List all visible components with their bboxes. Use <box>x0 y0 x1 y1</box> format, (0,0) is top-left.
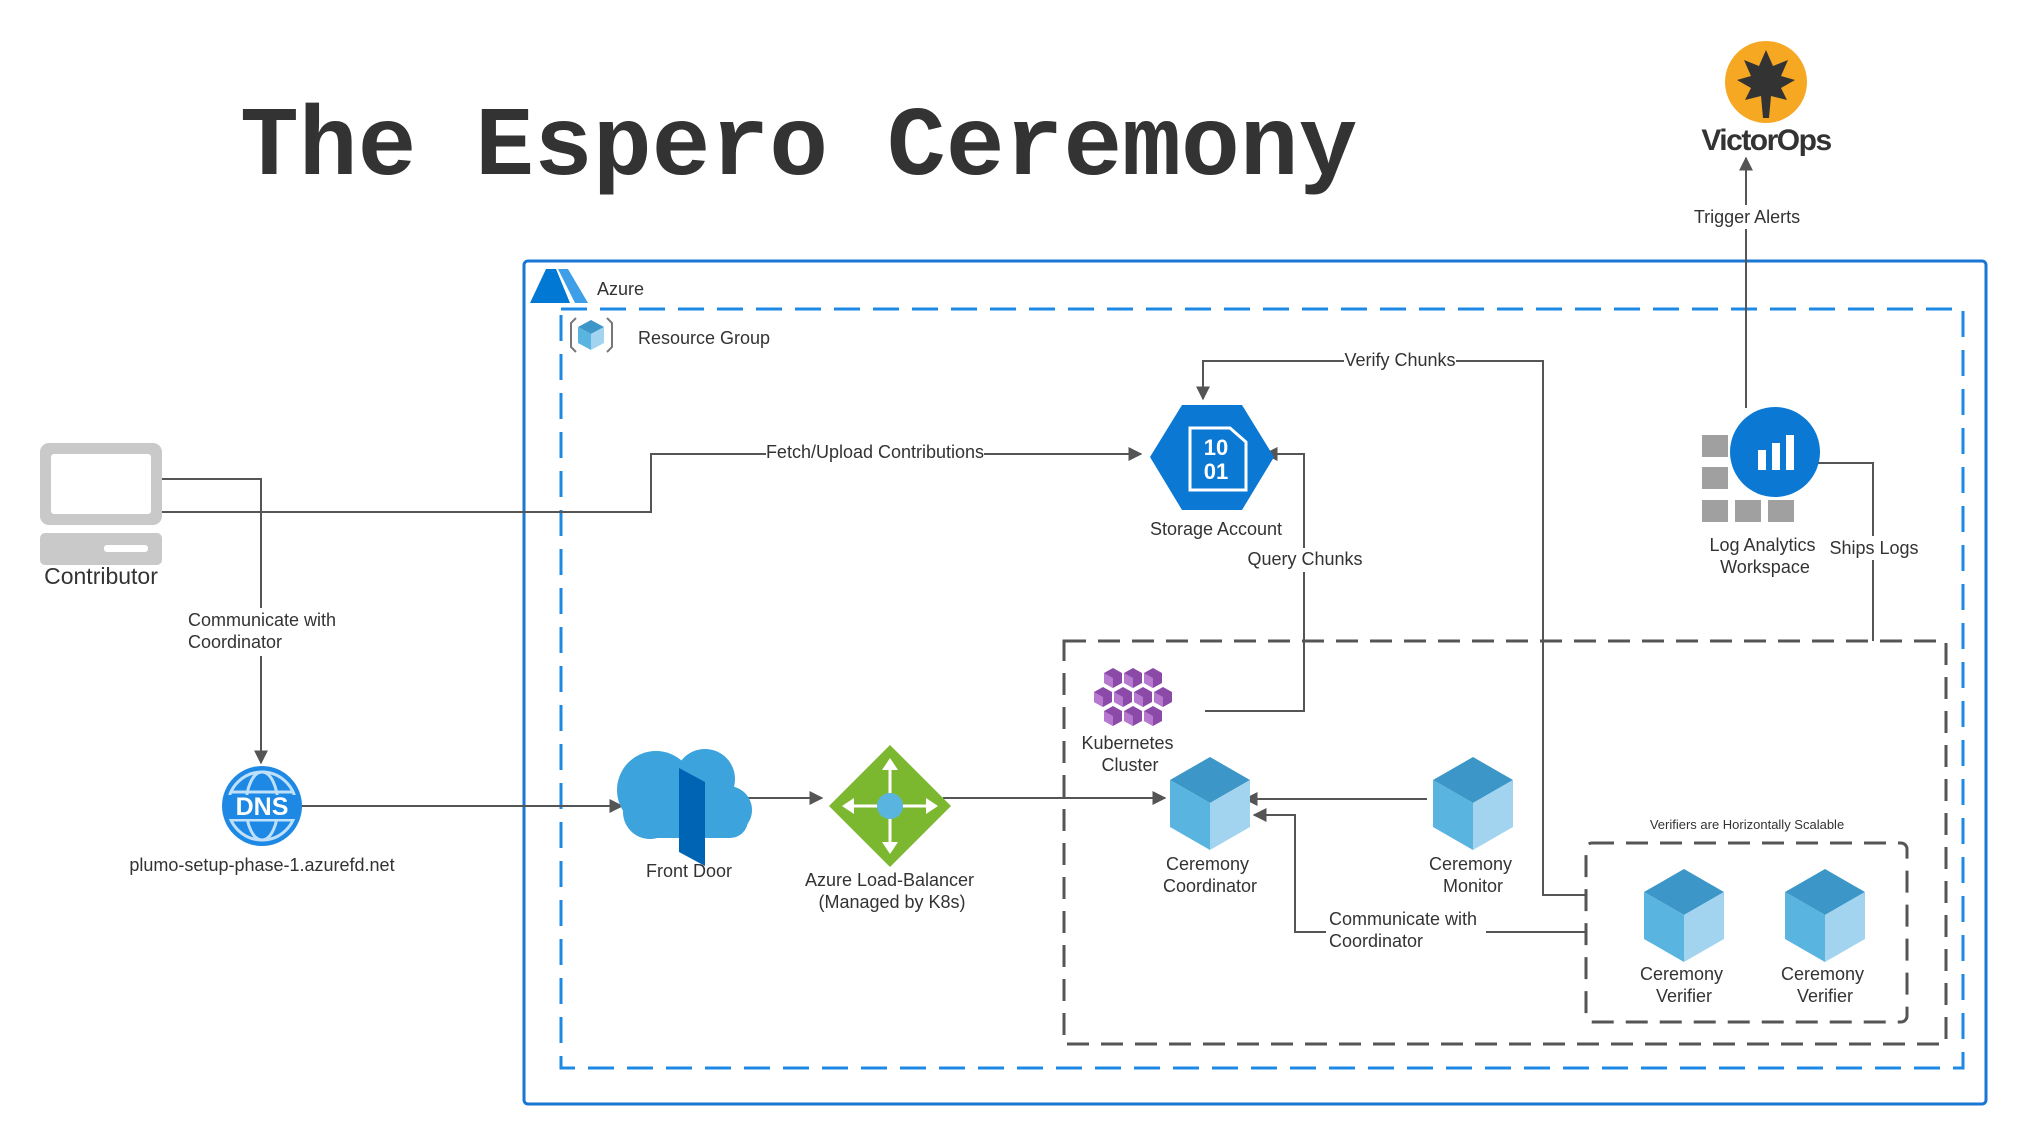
log-analytics-label-line2: Workspace <box>1720 557 1810 577</box>
verifier-1-label: Ceremony Verifier <box>1640 964 1728 1006</box>
edge-label-communicate-1-line1: Communicate with <box>188 610 336 630</box>
monitor-label: Ceremony Monitor <box>1429 854 1517 896</box>
edges <box>162 156 1874 933</box>
edge-label-verify-chunks: Verify Chunks <box>1344 350 1455 370</box>
edge-label-fetch-upload: Fetch/Upload Contributions <box>766 442 984 462</box>
load-balancer-label: Azure Load-Balancer (Managed by K8s) <box>805 870 979 912</box>
log-analytics-label: Log Analytics Workspace <box>1709 535 1820 577</box>
edge-label-communicate-1: Communicate with Coordinator <box>188 610 341 652</box>
dns-label: plumo-setup-phase-1.azurefd.net <box>129 855 394 875</box>
edge-label-communicate-2: Communicate with Coordinator <box>1329 909 1482 951</box>
edge-label-ships-logs: Ships Logs <box>1829 538 1918 558</box>
storage-glyph-line2: 01 <box>1204 459 1228 484</box>
front-door-cloud-icon <box>617 749 752 866</box>
kubernetes-label-line2: Cluster <box>1101 755 1158 775</box>
coordinator-label-line1: Ceremony <box>1166 854 1249 874</box>
verifier-2-label-line1: Ceremony <box>1781 964 1864 984</box>
coordinator-label: Ceremony Coordinator <box>1163 854 1257 896</box>
edge-verify-chunks <box>1196 360 1586 896</box>
log-analytics-icon <box>1702 407 1820 522</box>
azure-label: Azure <box>597 279 644 299</box>
front-door-label: Front Door <box>646 861 732 881</box>
victorops-logo-icon <box>1725 41 1807 123</box>
coordinator-cube-icon <box>1170 757 1250 850</box>
monitor-label-line1: Ceremony <box>1429 854 1512 874</box>
edge-contributor-to-dns <box>162 478 268 765</box>
edge-query-chunks <box>1205 447 1305 712</box>
laptop-icon <box>40 443 162 565</box>
victorops-wordmark: VictorOps <box>1701 124 1831 157</box>
verifier-1-cube-icon <box>1644 869 1724 962</box>
storage-account-label: Storage Account <box>1150 519 1282 539</box>
load-balancer-label-line1: Azure Load-Balancer <box>805 870 974 890</box>
dns-badge-text: DNS <box>236 793 289 821</box>
edge-label-query-chunks: Query Chunks <box>1247 549 1362 569</box>
page-title: The Espero Ceremony <box>240 93 1357 204</box>
log-analytics-label-line1: Log Analytics <box>1709 535 1815 555</box>
verifier-2-cube-icon <box>1785 869 1865 962</box>
verifier-1-label-line2: Verifier <box>1656 986 1712 1006</box>
kubernetes-cluster-icon <box>1094 668 1172 726</box>
resource-group-container <box>559 307 1965 1070</box>
edge-fetch-upload <box>162 447 1143 513</box>
kubernetes-label-line1: Kubernetes <box>1081 733 1173 753</box>
load-balancer-icon <box>829 745 951 867</box>
load-balancer-label-line2: (Managed by K8s) <box>818 892 965 912</box>
edge-label-trigger-alerts: Trigger Alerts <box>1694 207 1800 227</box>
storage-account-icon <box>1150 405 1274 510</box>
dns-globe-icon <box>222 766 302 846</box>
edge-ships-logs <box>1801 456 1874 641</box>
azure-icon <box>530 269 588 303</box>
resource-group-label: Resource Group <box>638 328 770 348</box>
coordinator-label-line2: Coordinator <box>1163 876 1257 896</box>
edge-label-communicate-2-line2: Coordinator <box>1329 931 1423 951</box>
verifiers-group-label: Verifiers are Horizontally Scalable <box>1650 817 1844 832</box>
verifier-2-label: Ceremony Verifier <box>1781 964 1869 1006</box>
azure-container <box>522 259 1988 1106</box>
verifier-2-label-line2: Verifier <box>1797 986 1853 1006</box>
verifier-1-label-line1: Ceremony <box>1640 964 1723 984</box>
contributor-label: Contributor <box>44 563 158 589</box>
edge-label-communicate-2-line1: Communicate with <box>1329 909 1477 929</box>
edge-label-communicate-1-line2: Coordinator <box>188 632 282 652</box>
storage-glyph-line1: 10 <box>1204 435 1228 460</box>
monitor-cube-icon <box>1433 757 1513 850</box>
resource-group-icon <box>570 317 613 353</box>
monitor-label-line2: Monitor <box>1443 876 1503 896</box>
kubernetes-label: Kubernetes Cluster <box>1081 733 1178 775</box>
